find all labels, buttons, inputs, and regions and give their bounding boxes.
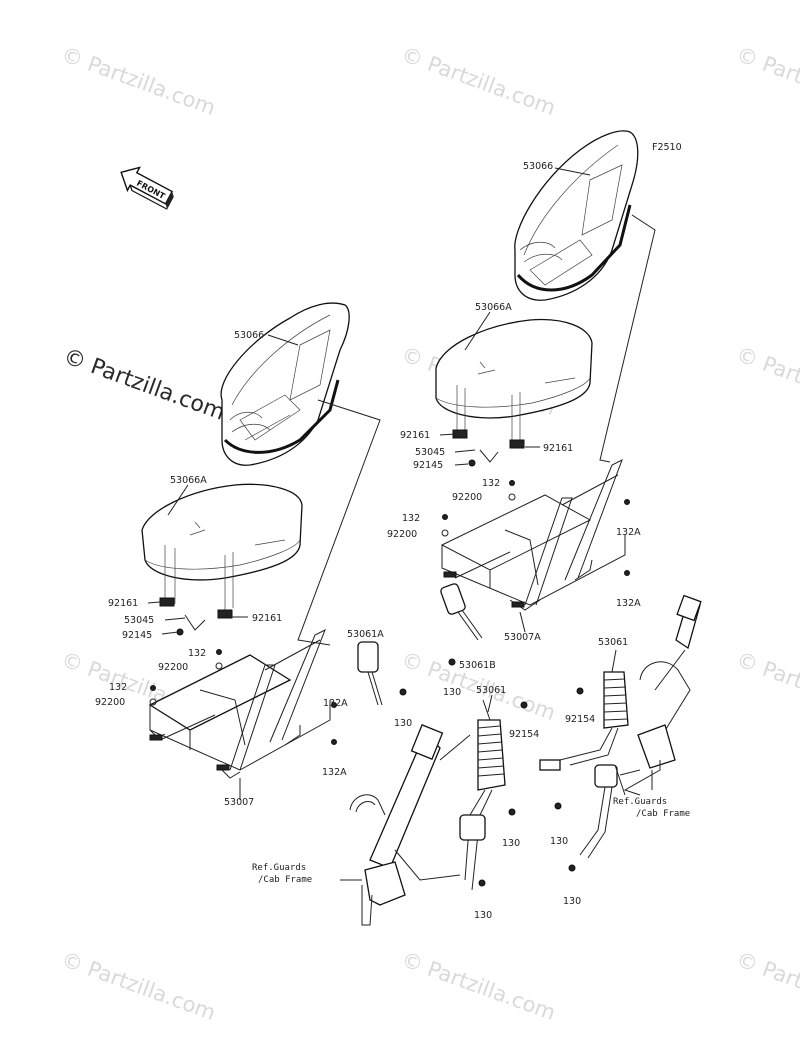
ref-label: /Cab Frame	[258, 875, 312, 885]
callout: 132	[402, 513, 420, 524]
seat-cushion-left	[141, 483, 303, 610]
callout: 92145	[122, 630, 152, 641]
callout: 92154	[565, 714, 595, 725]
callout: 53061	[476, 685, 506, 696]
callout: 92200	[95, 697, 125, 708]
callout: 132	[188, 648, 206, 659]
callout: 130	[550, 836, 568, 847]
seat-frame-left	[148, 628, 331, 779]
leader-lines	[147, 167, 661, 881]
callout: 92200	[452, 492, 482, 503]
callout: 132A	[616, 598, 641, 609]
callout: 92200	[387, 529, 417, 540]
callout: 92161	[108, 598, 138, 609]
callout: 92154	[509, 729, 539, 740]
callout: 92161	[543, 443, 573, 454]
callout-labels: 53066 53066A 53066 53066A 92161 92161 53…	[95, 161, 690, 921]
callout: 130	[443, 687, 461, 698]
seat-cushion-right	[435, 318, 593, 442]
callout: 53066	[523, 161, 553, 172]
seatbelt-right	[539, 594, 702, 859]
seatbelt-buckle-left	[357, 641, 383, 706]
latch-hardware-right	[452, 429, 525, 467]
callout: 132A	[323, 698, 348, 709]
callout: 130	[394, 718, 412, 729]
callout: 132	[109, 682, 127, 693]
watermark: © Partzilla.com	[733, 42, 800, 120]
watermark: © Partzilla.com	[733, 647, 800, 725]
figure-code: F2510	[652, 142, 682, 153]
callout: 130	[563, 896, 581, 907]
callout: 53061	[598, 637, 628, 648]
callout: 53045	[124, 615, 154, 626]
watermark-dark: © Partzilla.com	[60, 344, 228, 426]
callout: 53066A	[475, 302, 512, 313]
callout: 92161	[400, 430, 430, 441]
callout: 53066	[234, 330, 264, 341]
callout: 53061A	[347, 629, 384, 640]
latch-hardware-left	[159, 597, 233, 636]
seatback-left	[220, 302, 350, 466]
callout: 132A	[322, 767, 347, 778]
callout: 92161	[252, 613, 282, 624]
watermark: © Partzilla.com	[58, 42, 218, 120]
watermark: © Partzilla.com	[733, 342, 800, 420]
ref-label: /Cab Frame	[636, 809, 690, 819]
watermark: © Partzilla.com	[58, 947, 218, 1025]
fasteners	[149, 480, 630, 887]
callout: 53061B	[459, 660, 496, 671]
front-arrow: FRONT	[120, 166, 174, 210]
seat-frame-right	[440, 458, 626, 611]
watermark: © Partzilla.com	[398, 42, 558, 120]
callout: 130	[502, 838, 520, 849]
callout: 53045	[415, 447, 445, 458]
seatbelt-buckle-right	[440, 583, 483, 641]
callout: 53066A	[170, 475, 207, 486]
callout: 53007	[224, 797, 254, 808]
callout: 92200	[158, 662, 188, 673]
watermark: © Partzilla.com	[398, 947, 558, 1025]
seatbelt-center	[349, 699, 506, 926]
ref-label: Ref.Guards	[613, 797, 667, 807]
seatback-right	[514, 130, 639, 301]
callout: 130	[474, 910, 492, 921]
callout: 53007A	[504, 632, 541, 643]
callout: 132	[482, 478, 500, 489]
callout: 92145	[413, 460, 443, 471]
ref-label: Ref.Guards	[252, 863, 306, 873]
watermark: © Partzilla.com	[733, 947, 800, 1025]
callout: 132A	[616, 527, 641, 538]
